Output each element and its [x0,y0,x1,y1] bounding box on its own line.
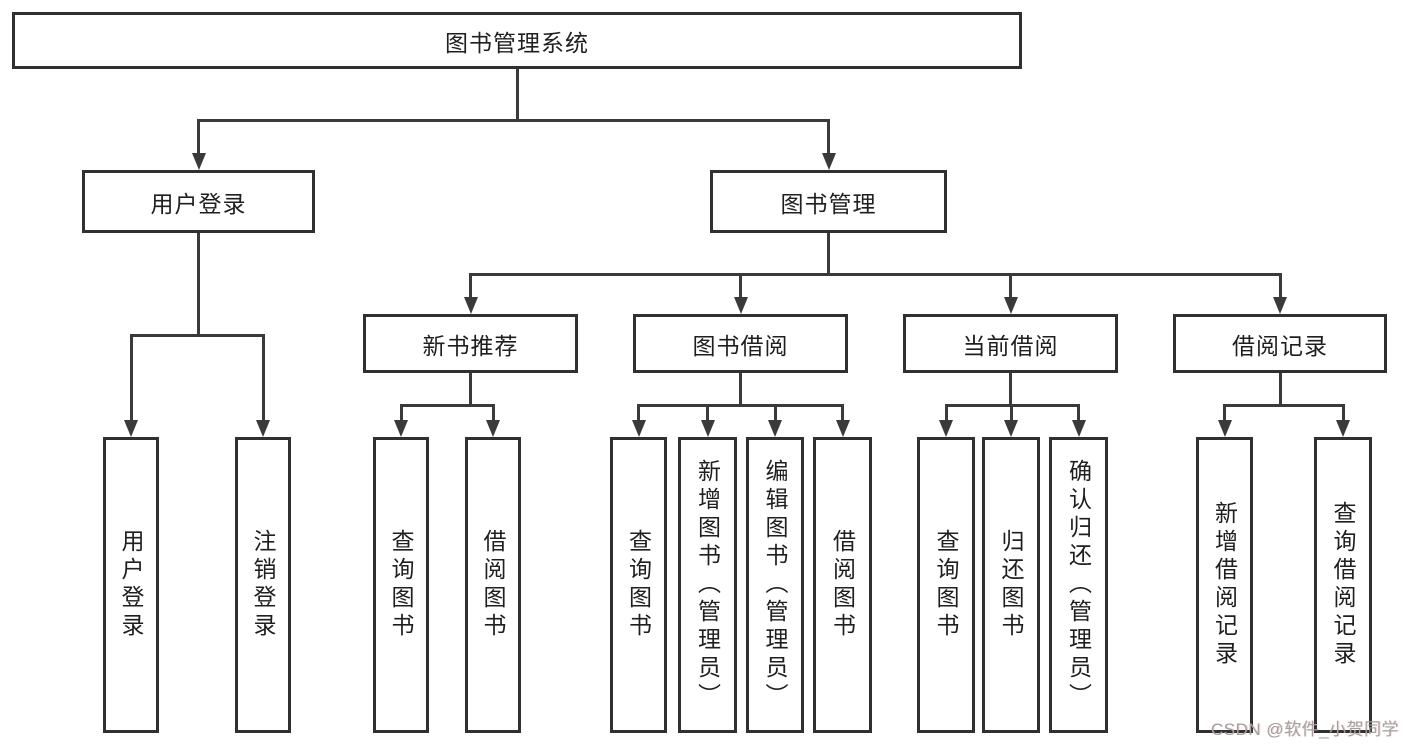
connector-arrow-down [463,297,478,314]
connector-line [1278,274,1282,300]
node-book-borrow: 图书借阅 [633,314,848,373]
node-label: 新书推荐 [422,332,519,359]
connector-line [515,69,519,122]
node-leaf-logout: 注销登录 [235,437,291,733]
node-label: 用户登录 [150,190,247,217]
connector-line [706,405,709,423]
node-label: 借阅图书 [829,529,856,641]
connector-arrow-down [124,420,138,437]
node-label: 归还图书 [998,529,1024,641]
connector-line [841,405,844,423]
connector-arrow-down [700,420,715,437]
node-label: 借阅记录 [1232,332,1328,359]
node-leaf-rec-query: 查询图书 [373,437,429,733]
node-label: 查询图书 [388,529,414,641]
node-current-borrow: 当前借阅 [903,314,1118,373]
connector-arrow-down [631,420,646,437]
connector-line [129,333,265,337]
connector-line [469,373,472,407]
connector-arrow-down [1003,297,1018,314]
connector-line [491,405,495,423]
connector-line [399,403,495,407]
connector-line [637,403,844,407]
csdn-watermark: CSDN @软件_小贺同学 [1210,720,1399,739]
node-label: 新增图书（管理员） [694,459,721,711]
node-user-login: 用户登录 [82,170,315,233]
connector-line [637,405,640,423]
connector-line [1009,373,1012,407]
node-root: 图书管理系统 [12,12,1022,69]
connector-line [197,120,200,156]
connector-arrow-down [1071,420,1086,437]
connector-line [827,233,830,276]
node-label: 注销登录 [250,529,276,641]
connector-line [739,274,742,300]
node-label: 图书管理 [780,190,877,217]
connector-arrow-down [939,420,953,437]
connector-arrow-down [733,297,748,314]
connector-line [469,272,1282,276]
connector-line [197,118,830,122]
node-label: 编辑图书（管理员） [762,459,788,711]
node-label: 查询借阅记录 [1330,501,1356,669]
connector-line [1077,405,1080,423]
node-leaf-cb-query: 查询图书 [917,437,975,733]
connector-arrow-down [394,420,408,437]
connector-line [1009,405,1013,423]
node-leaf-bb-query: 查询图书 [610,437,667,733]
connector-line [399,405,403,423]
connector-line [1009,274,1012,300]
connector-arrow-down [191,153,206,170]
connector-arrow-down [1336,420,1350,437]
node-leaf-rec-borrow: 借阅图书 [465,437,521,733]
connector-arrow-down [1217,420,1232,437]
connector-arrow-down [835,420,850,437]
node-label: 确认归还（管理员） [1065,459,1092,711]
node-leaf-cb-return: 归还图书 [982,437,1040,733]
node-leaf-bb-add: 新增图书（管理员） [678,437,737,733]
node-leaf-cb-confirm: 确认归还（管理员） [1049,437,1108,733]
connector-line [1341,405,1345,423]
connector-line [827,120,830,156]
connector-arrow-down [486,420,500,437]
connector-line [739,373,742,407]
node-label: 借阅图书 [480,529,506,641]
node-label: 查询图书 [933,529,959,641]
connector-arrow-down [768,420,782,437]
node-leaf-bb-borrow: 借阅图书 [813,437,872,733]
connector-line [261,335,265,423]
connector-line [1278,373,1282,407]
node-label: 查询图书 [625,529,652,641]
connector-line [129,335,133,423]
connector-arrow-down [1004,420,1018,437]
connector-line [773,405,777,423]
connector-arrow-down [256,420,270,437]
node-book-mgmt: 图书管理 [710,170,947,233]
node-label: 图书管理系统 [445,29,589,56]
connector-line [197,233,200,337]
connector-line [1223,403,1345,407]
node-label: 图书借阅 [692,332,789,359]
node-new-book-rec: 新书推荐 [363,314,578,373]
connector-arrow-down [1273,297,1287,314]
node-leaf-br-query: 查询借阅记录 [1314,437,1372,733]
connector-line [1223,405,1226,423]
connector-line [469,274,472,300]
node-label: 当前借阅 [962,332,1059,359]
node-borrow-records: 借阅记录 [1173,314,1387,373]
node-leaf-bb-edit: 编辑图书（管理员） [746,437,804,733]
node-leaf-br-add: 新增借阅记录 [1196,437,1253,733]
connector-arrow-down [821,153,836,170]
node-label: 用户登录 [118,529,144,641]
node-label: 新增借阅记录 [1211,501,1238,669]
connector-line [944,405,948,423]
node-leaf-user-login: 用户登录 [103,437,159,733]
